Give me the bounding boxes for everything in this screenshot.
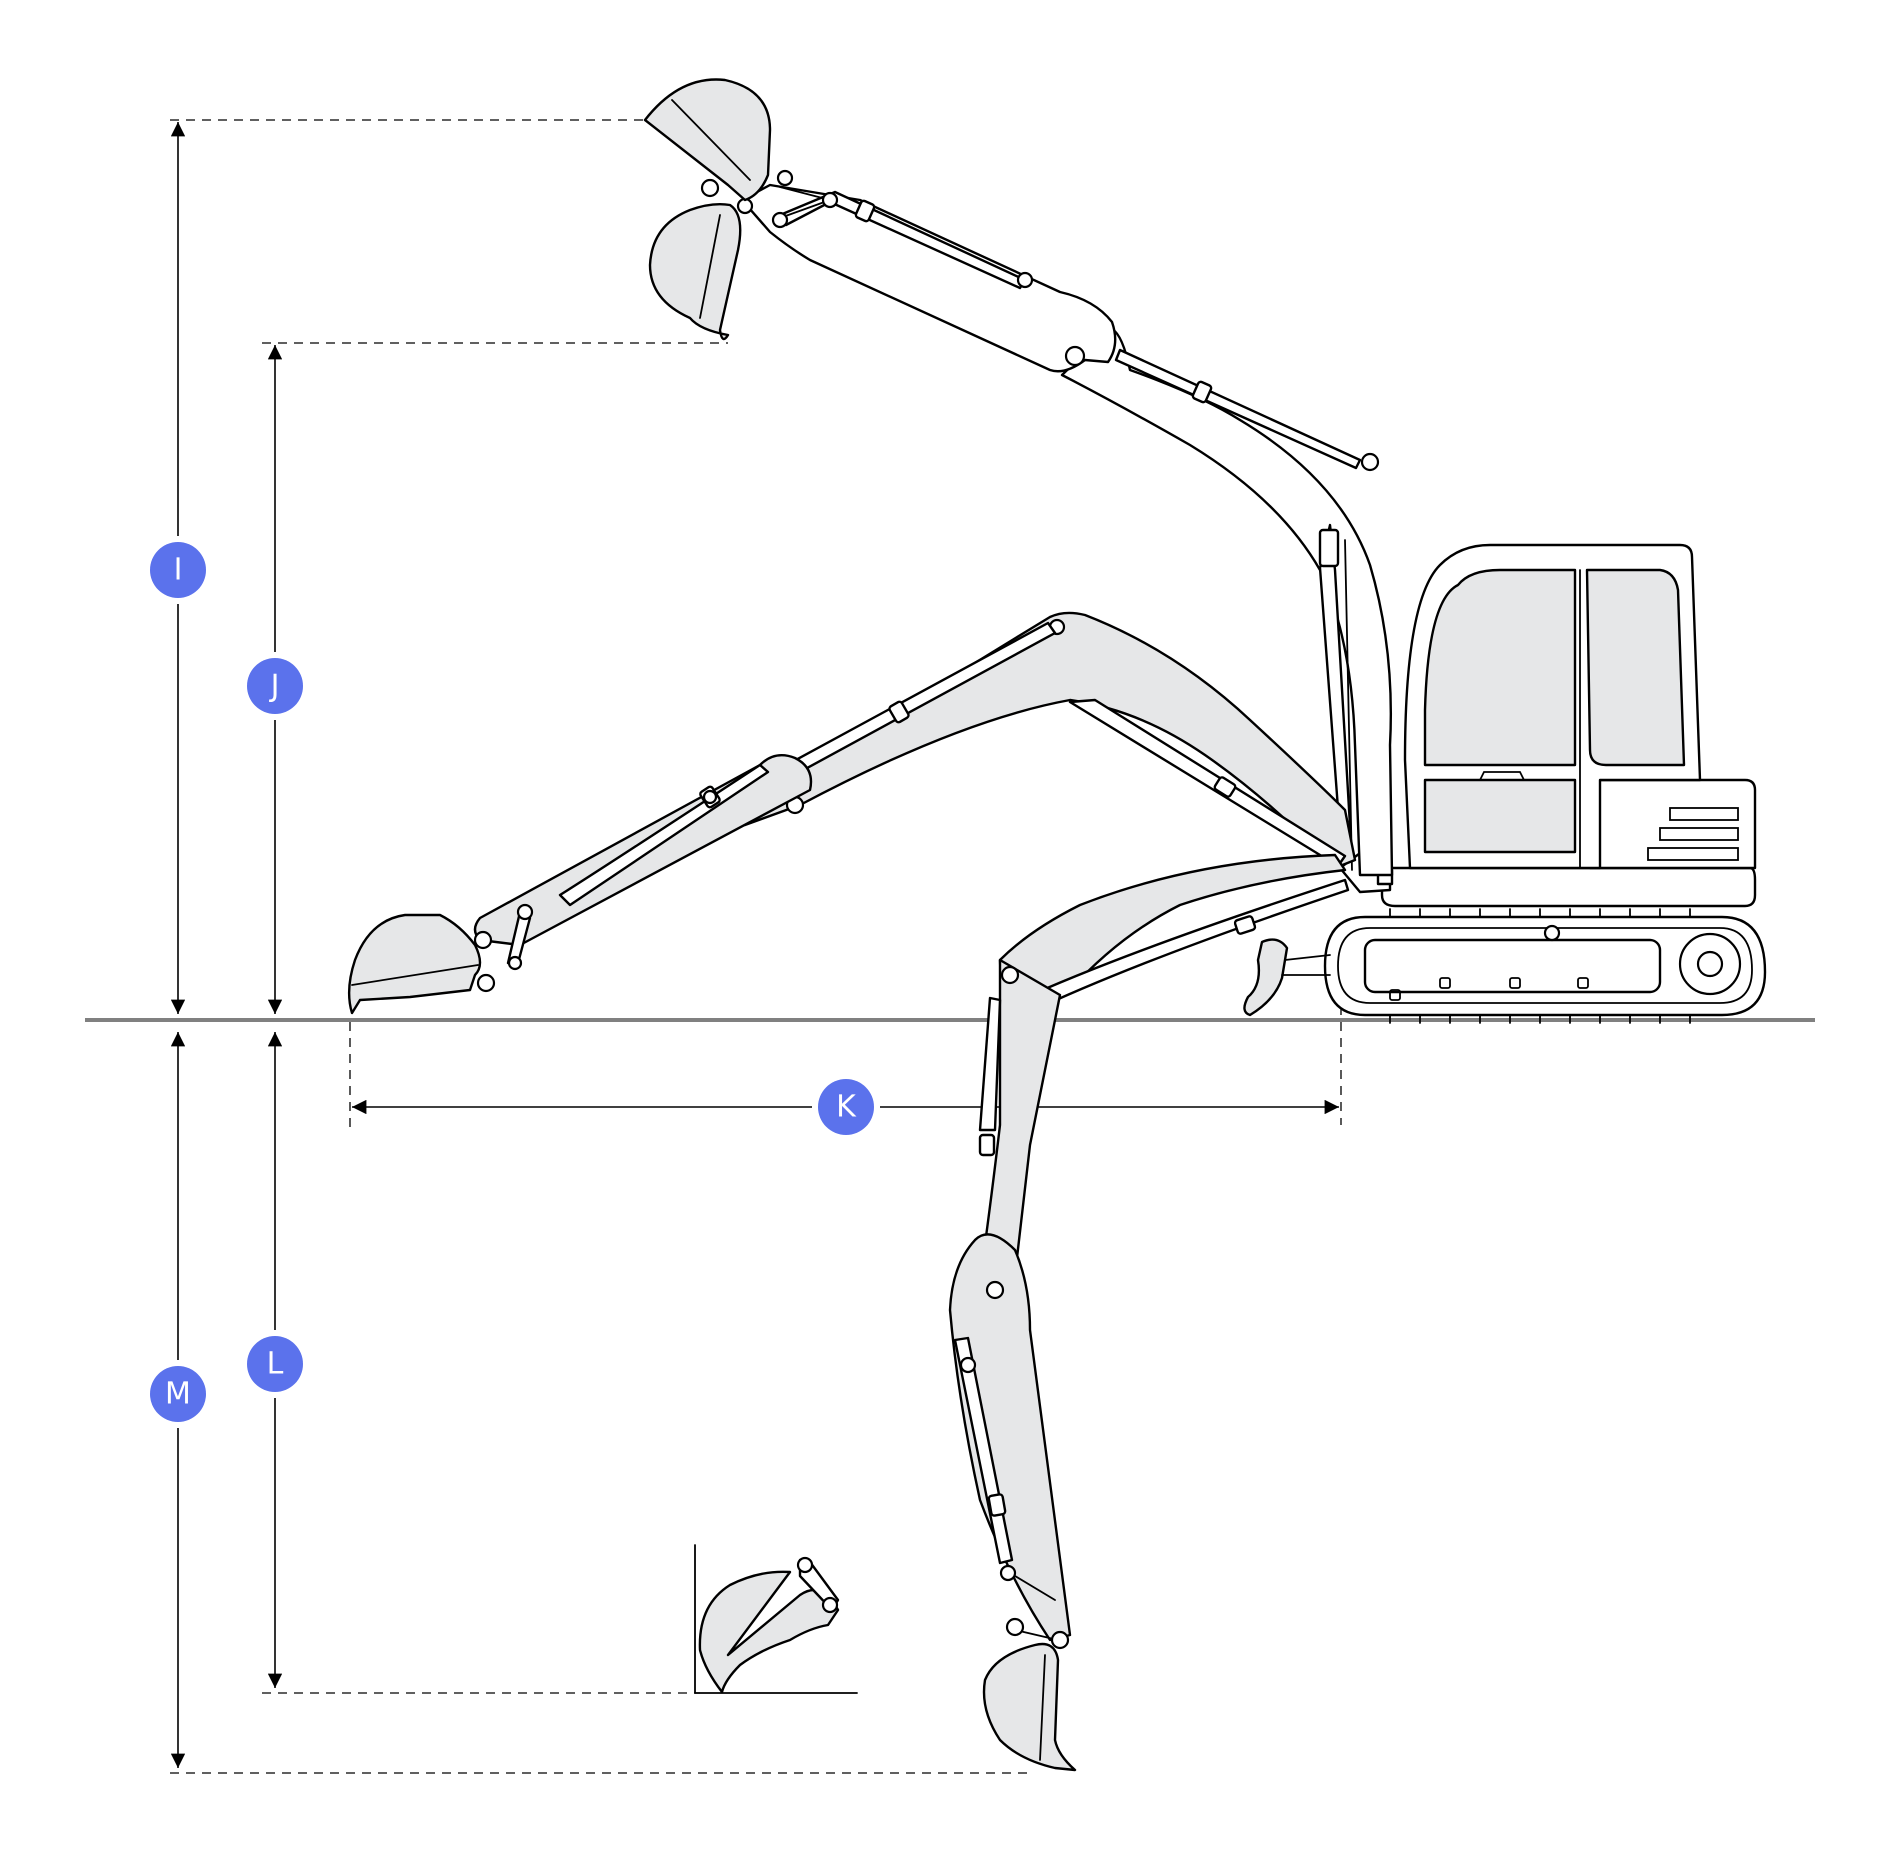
arm-position-max-reach <box>347 611 1357 1015</box>
engine-cover <box>1588 778 1757 870</box>
bucket-reference <box>698 1570 840 1694</box>
arm-position-max-depth <box>698 853 1350 1772</box>
dozer-blade <box>1243 938 1289 1017</box>
bucket-curled <box>648 202 742 341</box>
bucket-ground <box>347 913 482 1015</box>
badge-L: L <box>247 1336 303 1392</box>
arm-position-max-height <box>643 78 1394 877</box>
dimension-guides <box>170 119 1342 1774</box>
badge-I: I <box>150 542 206 598</box>
upper-structure <box>1380 866 1757 908</box>
badge-J-label: J <box>269 669 280 704</box>
badge-M-label: M <box>165 1377 191 1412</box>
badge-L-label: L <box>267 1347 284 1382</box>
badge-I-label: I <box>174 553 183 588</box>
badge-J: J <box>247 658 303 714</box>
badge-K: K <box>818 1079 874 1135</box>
badge-K-label: K <box>836 1090 857 1125</box>
badge-M: M <box>150 1366 206 1422</box>
bucket-deep <box>982 1642 1077 1772</box>
bucket-top <box>643 78 772 202</box>
excavator-body <box>1243 543 1767 1024</box>
